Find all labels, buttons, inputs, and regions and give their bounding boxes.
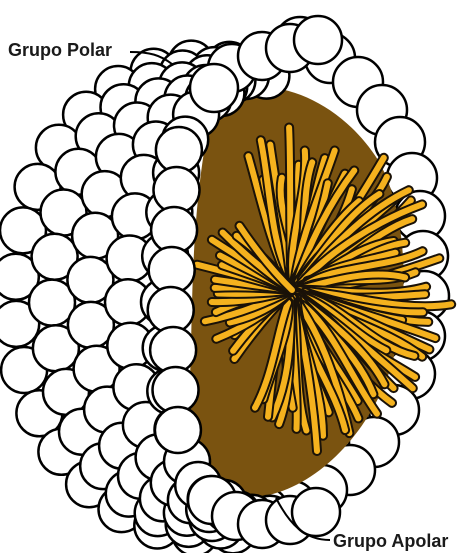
polar-group-label: Grupo Polar bbox=[8, 40, 112, 61]
apolar-group-label: Grupo Apolar bbox=[333, 531, 448, 552]
polar-head bbox=[155, 407, 201, 453]
polar-head bbox=[190, 64, 238, 112]
polar-head bbox=[294, 16, 342, 64]
